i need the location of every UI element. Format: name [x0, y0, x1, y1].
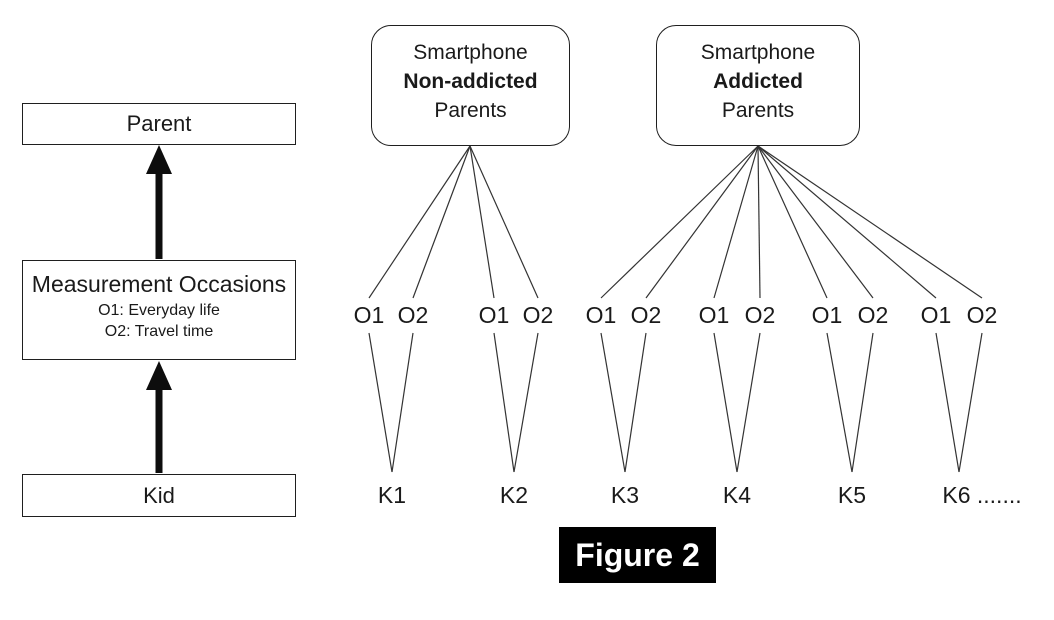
group-box-addicted: Smartphone Addicted Parents [656, 25, 860, 146]
arrow-kid-to-measurement [146, 361, 172, 473]
occasion-label-o1-k2: O1 [478, 302, 510, 328]
measurement-occasions-box: Measurement Occasions O1: Everyday life … [22, 260, 296, 360]
occasion-label-o1-k5: O1 [811, 302, 843, 328]
occasion-label-o1-k4: O1 [698, 302, 730, 328]
group-addicted-line3: Parents [721, 99, 795, 122]
parent-box: Parent [22, 103, 296, 145]
kid-label-k6: K6 ....... [942, 482, 1022, 508]
kid-label-k2: K2 [499, 482, 529, 508]
measurement-occasion1: O1: Everyday life [98, 302, 220, 319]
kid-label-k4: K4 [722, 482, 752, 508]
parent-label: Parent [126, 111, 192, 136]
group-box-non-addicted: Smartphone Non-addicted Parents [371, 25, 570, 146]
occasion-label-o2-k5: O2 [857, 302, 889, 328]
occasion-label-o1-k3: O1 [585, 302, 617, 328]
kid-v-lines [368, 332, 983, 473]
occasion-label-o2-k4: O2 [744, 302, 776, 328]
group-addicted-line2: Addicted [713, 70, 803, 93]
figure-caption: Figure 2 [559, 527, 716, 583]
group-non-addicted-line2: Non-addicted [403, 70, 538, 93]
occasion-label-o2-k6: O2 [966, 302, 998, 328]
kid-label-k1: K1 [377, 482, 407, 508]
kid-label: Kid [143, 482, 175, 508]
figure-caption-label: Figure 2 [575, 536, 700, 573]
group-non-addicted-line1: Smartphone [413, 41, 528, 64]
occasion-label-o1-k6: O1 [920, 302, 952, 328]
non-addicted-fan-lines [368, 145, 539, 299]
kid-box: Kid [22, 474, 296, 517]
occasion-label-o2-k1: O2 [397, 302, 429, 328]
group-non-addicted-line3: Parents [434, 99, 507, 122]
kid-label-k3: K3 [610, 482, 640, 508]
occasion-label-o2-k3: O2 [630, 302, 662, 328]
addicted-fan-lines [600, 145, 983, 299]
measurement-occasion2: O2: Travel time [104, 323, 214, 340]
kid-label-k5: K5 [837, 482, 867, 508]
arrow-measurement-to-parent [146, 145, 172, 259]
occasion-label-o1-k1: O1 [353, 302, 385, 328]
group-addicted-line1: Smartphone [700, 41, 816, 64]
occasion-label-o2-k2: O2 [522, 302, 554, 328]
measurement-title: Measurement Occasions [31, 271, 287, 297]
